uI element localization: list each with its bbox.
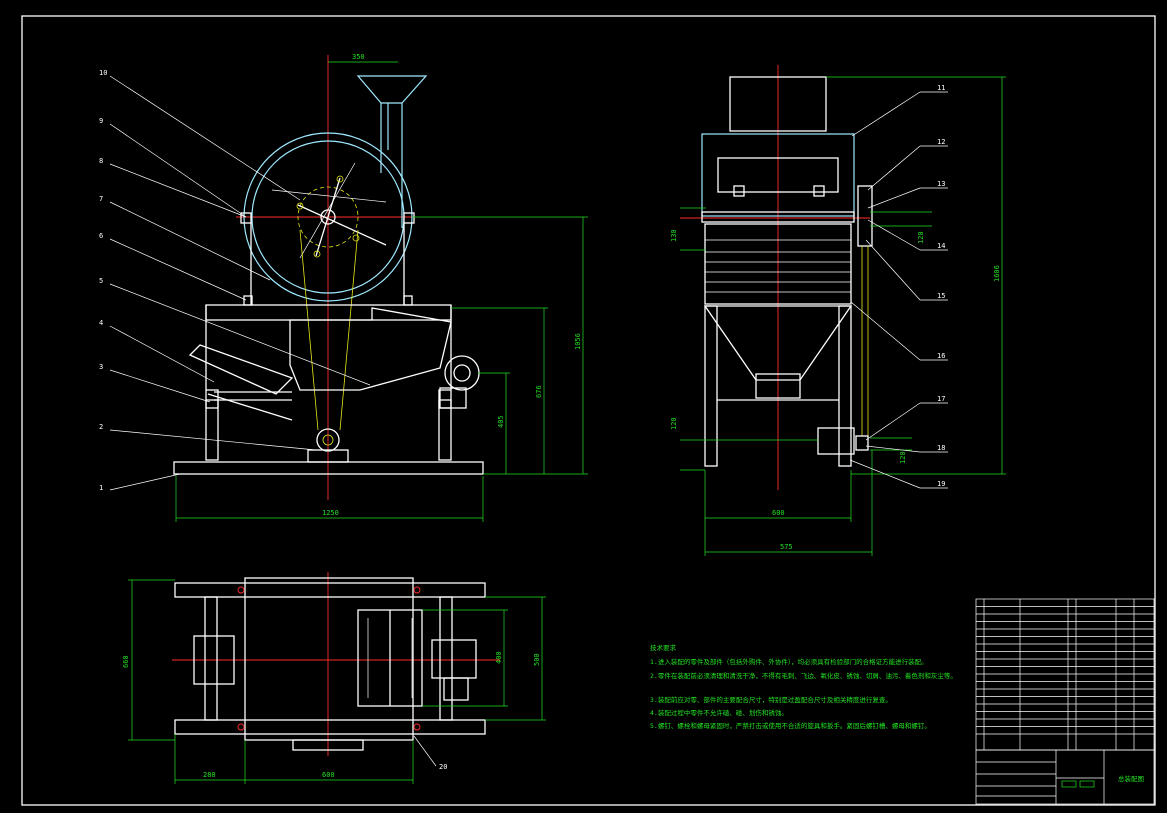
dim-top-500: 500 — [533, 653, 541, 666]
dim-top-600: 600 — [322, 771, 335, 779]
notes-line-4: 4.装配过程中零件不允许磕、碰、划伤和锈蚀。 — [650, 708, 788, 717]
notes-title: 技术要求 — [650, 643, 677, 652]
dim-top-280: 280 — [203, 771, 216, 779]
notes-line-3: 3.装配前应对零、部件的主要配合尺寸，特别是过盈配合尺寸及相关精度进行复查。 — [650, 695, 892, 704]
technical-notes: 技术要求 1.进入装配的零件及部件（包括外购件、外协件），均必须具有检验部门的合… — [650, 643, 957, 730]
dim-side-r-b: 120 — [899, 451, 907, 464]
callout-10: 10 — [99, 69, 107, 77]
top-view: 660 400 500 280 600 20 — [122, 572, 546, 784]
dim-side-120: 120 — [670, 417, 678, 430]
callout-20: 20 — [439, 763, 447, 771]
dim-side-130: 130 — [670, 229, 678, 242]
sheet-border — [21, 15, 1156, 806]
dim-side-1606: 1606 — [993, 265, 1001, 282]
callout-11: 11 — [937, 84, 945, 92]
callout-4: 4 — [99, 319, 103, 327]
callout-6: 6 — [99, 232, 103, 240]
callout-12: 12 — [937, 138, 945, 146]
dim-side-600: 600 — [772, 509, 785, 517]
callout-17: 17 — [937, 395, 945, 403]
dim-front-676: 676 — [535, 385, 543, 398]
callout-8: 8 — [99, 157, 103, 165]
callout-1: 1 — [99, 484, 103, 492]
notes-line-1: 1.进入装配的零件及部件（包括外购件、外协件），均必须具有检验部门的合格证方能进… — [650, 657, 928, 666]
callout-5: 5 — [99, 277, 103, 285]
dim-side-575: 575 — [780, 543, 793, 551]
dim-front-405: 405 — [497, 415, 505, 428]
drawing-name: 总装配图 — [1118, 774, 1144, 783]
title-block: 总装配图 — [975, 749, 1155, 805]
side-view: 130 120 120 120 1606 600 575 — [670, 65, 1006, 556]
dim-front-1056: 1056 — [574, 333, 582, 350]
callout-15: 15 — [937, 292, 945, 300]
dim-side-r-a: 120 — [917, 231, 925, 244]
dim-front-top: 350 — [352, 53, 365, 61]
callout-18: 18 — [937, 444, 945, 452]
callout-2: 2 — [99, 423, 103, 431]
front-view: 350 — [99, 53, 588, 522]
parts-list — [975, 598, 1155, 751]
dim-top-660: 660 — [122, 655, 130, 668]
callout-3: 3 — [99, 363, 103, 371]
dim-top-400: 400 — [495, 651, 503, 664]
callout-13: 13 — [937, 180, 945, 188]
notes-line-2: 2.零件在装配前必须清理和清洗干净，不得有毛刺、飞边、氧化皮、锈蚀、切屑、油污、… — [650, 671, 957, 680]
callout-9: 9 — [99, 117, 103, 125]
notes-line-5: 5.螺钉、螺栓和螺母紧固时，严禁打击或使用不合适的旋具和扳手。紧固后螺钉槽、螺母… — [650, 721, 931, 730]
callout-7: 7 — [99, 195, 103, 203]
dim-front-base: 1250 — [322, 509, 339, 517]
callout-16: 16 — [937, 352, 945, 360]
callout-14: 14 — [937, 242, 945, 250]
callout-19: 19 — [937, 480, 945, 488]
